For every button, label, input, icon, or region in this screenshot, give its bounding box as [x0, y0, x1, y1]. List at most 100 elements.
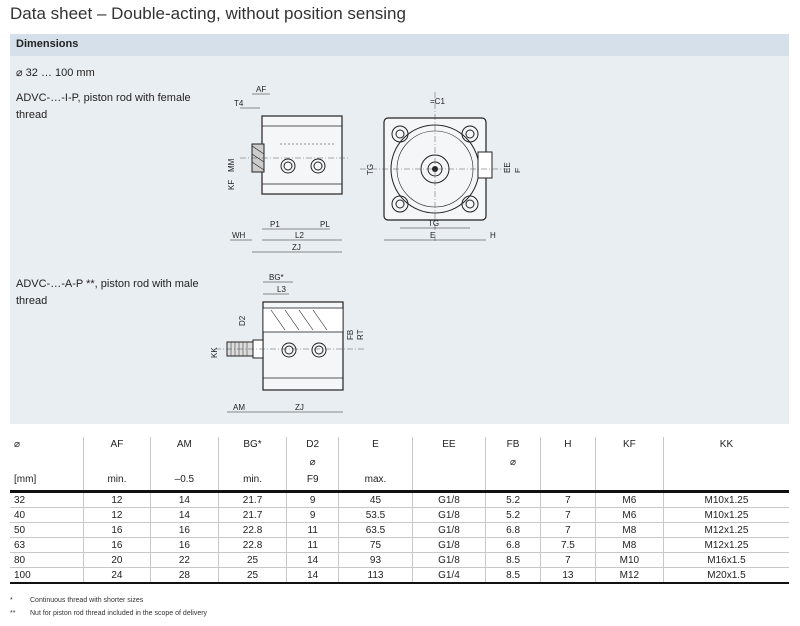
header-cell: AM: [149, 437, 219, 455]
header-cell: [149, 455, 219, 472]
table-cell: M6: [594, 507, 664, 523]
drawing-front-view: =C1 TG EE E TG E H: [360, 92, 520, 242]
header-cell: [539, 472, 596, 493]
table-cell: 7.5: [539, 537, 596, 553]
table-cell: 80: [10, 552, 84, 568]
dim-e-bottom: E: [430, 231, 435, 240]
drawing-side-female: AF T4 MM KF P1 PL L2 WH ZJ: [227, 85, 348, 253]
dim-c1: =C1: [430, 97, 445, 106]
drawing-side-male: BG* L3 D2 FB RT KK AM ZJ: [210, 273, 365, 413]
header-cell: EE: [411, 437, 486, 455]
header-cell: D2: [286, 437, 339, 455]
table-cell: 16: [83, 522, 151, 538]
dim-rt: RT: [356, 329, 365, 340]
table-cell: 100: [10, 567, 84, 584]
table-cell: 5.2: [485, 491, 541, 508]
header-cell: [217, 455, 287, 472]
table-cell: 11: [286, 537, 339, 553]
header-cell: AF: [83, 437, 151, 455]
header-cell: [10, 455, 84, 472]
table-cell: 7: [539, 507, 596, 523]
dim-zj-male: ZJ: [295, 403, 304, 412]
table-cell: 63.5: [338, 522, 413, 538]
table-cell: 50: [10, 522, 84, 538]
table-cell: G1/8: [411, 491, 486, 508]
table-cell: 53.5: [338, 507, 413, 523]
table-cell: 21.7: [217, 491, 287, 508]
dim-kf: KF: [227, 180, 236, 190]
header-cell: [mm]: [10, 472, 84, 493]
table-cell: 32: [10, 491, 84, 508]
header-cell: min.: [83, 472, 151, 493]
table-cell: 21.7: [217, 507, 287, 523]
header-cell: ⌀: [485, 455, 541, 472]
port-1: [280, 158, 296, 174]
dimensions-header: Dimensions: [10, 34, 789, 56]
table-cell: M10x1.25: [662, 491, 789, 508]
table-cell: M6: [594, 491, 664, 508]
variant-female-caption: ADVC-…-I-P, piston rod with female threa…: [16, 92, 191, 121]
table-cell: 9: [286, 507, 339, 523]
table-cell: 45: [338, 491, 413, 508]
header-cell: F9: [286, 472, 339, 493]
table-cell: M10x1.25: [662, 507, 789, 523]
port-2: [310, 158, 326, 174]
cylinder-body: [261, 115, 343, 195]
table-cell: 28: [149, 567, 219, 584]
table-cell: 16: [83, 537, 151, 553]
table-cell: 7: [539, 552, 596, 568]
page-title: Data sheet – Double-acting, without posi…: [10, 4, 406, 23]
dim-h: H: [490, 231, 496, 240]
table-cell: 25: [217, 552, 287, 568]
header-cell: [539, 455, 596, 472]
table-cell: 75: [338, 537, 413, 553]
table-cell: 20: [83, 552, 151, 568]
dim-e-right: E: [514, 168, 520, 173]
table-cell: 6.8: [485, 522, 541, 538]
table-cell: 14: [286, 552, 339, 568]
dim-kk: KK: [210, 347, 219, 358]
table-cell: 24: [83, 567, 151, 584]
port-ee: [477, 151, 493, 179]
table-cell: 16: [149, 522, 219, 538]
dimensions-panel: [10, 34, 789, 424]
footnote-1: *Continuous thread with shorter sizes: [10, 597, 144, 604]
table-cell: 22.8: [217, 522, 287, 538]
section-title: Dimensions: [16, 38, 79, 50]
dim-wh: WH: [232, 231, 246, 240]
table-cell: 12: [83, 491, 151, 508]
table-cell: 12: [83, 507, 151, 523]
table-cell: 5.2: [485, 507, 541, 523]
dim-pl: PL: [320, 220, 330, 229]
table-cell: 14: [149, 491, 219, 508]
table-cell: M12x1.25: [662, 537, 789, 553]
header-cell: ⌀: [10, 437, 84, 455]
header-cell: [662, 472, 789, 493]
dim-l3: L3: [277, 285, 286, 294]
header-cell: [411, 472, 486, 493]
table-cell: 25: [217, 567, 287, 584]
table-cell: 7: [539, 491, 596, 508]
table-cell: G1/4: [411, 567, 486, 584]
table-cell: 14: [149, 507, 219, 523]
header-cell: max.: [338, 472, 413, 493]
table-cell: G1/8: [411, 537, 486, 553]
dim-t4: T4: [234, 99, 244, 108]
table-cell: M8: [594, 522, 664, 538]
header-cell: E: [338, 437, 413, 455]
table-cell: G1/8: [411, 507, 486, 523]
table-cell: M16x1.5: [662, 552, 789, 568]
table-cell: 6.8: [485, 537, 541, 553]
dim-tg-left: TG: [366, 164, 375, 175]
header-cell: [485, 472, 541, 493]
table-cell: 8.5: [485, 567, 541, 584]
dim-mm: MM: [227, 158, 236, 172]
dim-af: AF: [256, 85, 266, 94]
dim-tg-bottom: TG: [428, 219, 439, 228]
